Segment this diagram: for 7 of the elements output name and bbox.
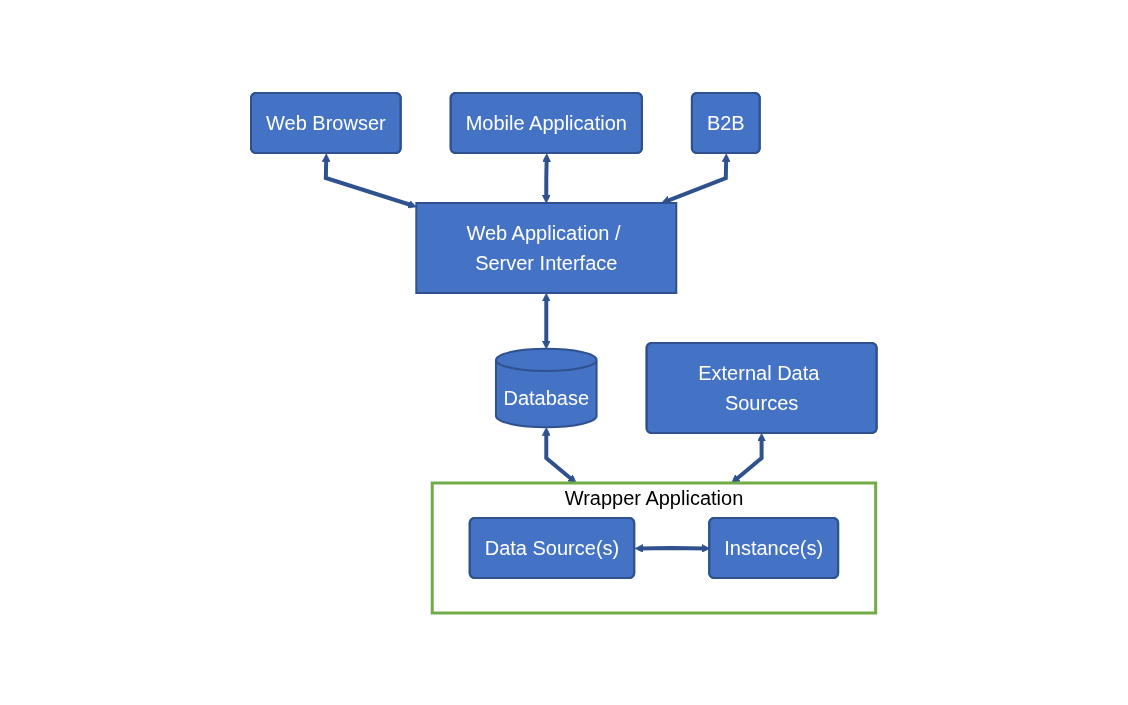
node-box: Web Application / Server Interface — [415, 201, 678, 294]
arrow — [321, 153, 417, 208]
arrow — [542, 292, 551, 349]
arrow — [661, 153, 731, 204]
arrow — [731, 432, 767, 483]
arrow — [542, 153, 552, 203]
arrow — [542, 426, 577, 483]
